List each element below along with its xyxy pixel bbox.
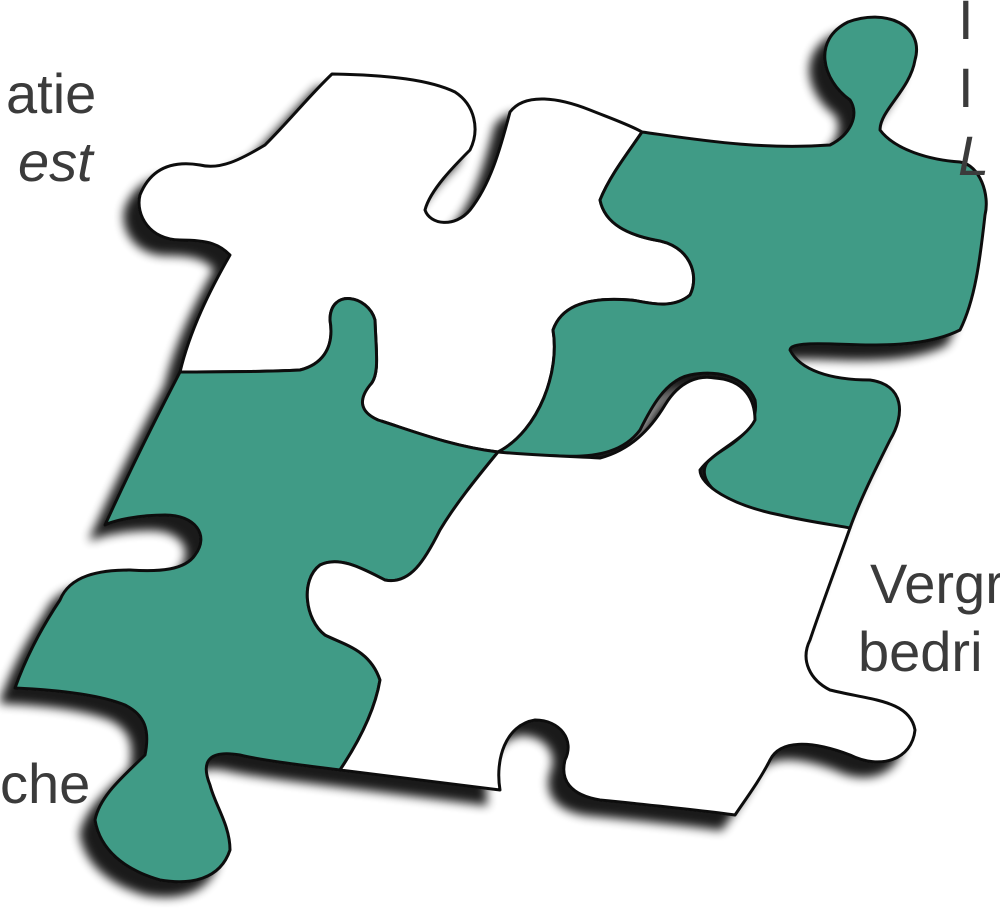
puzzle-piece-bottom-left bbox=[13, 297, 500, 884]
label-top-left-line2: est bbox=[18, 130, 93, 193]
label-right-line2: bedri bbox=[858, 620, 983, 683]
label-bottom-left-line1: che bbox=[0, 752, 91, 815]
label-top-right-line2: I bbox=[958, 56, 974, 119]
label-top-right-line3: L bbox=[958, 124, 990, 187]
label-bottom-left: che bbox=[0, 750, 90, 818]
puzzle-piece-bottom-right bbox=[305, 375, 917, 817]
label-right: Vergr bedri bbox=[858, 550, 1000, 686]
puzzle-piece-top-right bbox=[496, 15, 988, 530]
label-right-line1: Vergr bbox=[870, 552, 1000, 615]
label-top-left-line1: atie bbox=[6, 62, 97, 125]
label-top-right-line1: I bbox=[958, 0, 974, 51]
label-top-right: I I L bbox=[958, 0, 989, 190]
label-top-left: atie est bbox=[0, 60, 96, 196]
